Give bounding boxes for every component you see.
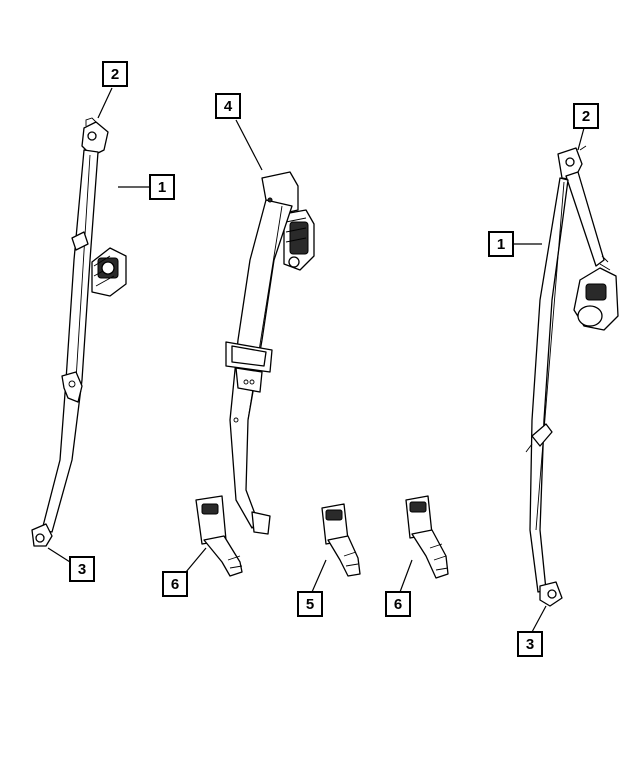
callout-left-3: 3 xyxy=(47,547,95,582)
callout-label: 4 xyxy=(224,98,233,115)
center-shoulder-belt xyxy=(225,171,315,535)
callout-mid-6a: 6 xyxy=(162,547,207,597)
right-seat-belt-assembly xyxy=(525,145,619,607)
callout-mid-6b: 6 xyxy=(385,559,413,617)
buckle-assembly-right xyxy=(405,495,449,579)
callout-left-1: 1 xyxy=(118,174,175,200)
callout-right-2: 2 xyxy=(573,103,599,151)
callout-left-2: 2 xyxy=(97,61,128,119)
callout-mid-4: 4 xyxy=(215,93,263,171)
callout-label: 1 xyxy=(497,236,505,253)
callout-label: 5 xyxy=(306,596,314,613)
callout-label: 3 xyxy=(526,636,534,653)
callout-label: 2 xyxy=(111,66,119,83)
callout-label: 1 xyxy=(158,179,166,196)
buckle-assembly-center xyxy=(321,503,361,577)
callout-right-1: 1 xyxy=(488,231,542,257)
left-seat-belt-assembly xyxy=(31,117,127,547)
buckle-assembly-left xyxy=(195,495,243,577)
callout-right-3: 3 xyxy=(517,605,547,657)
callout-label: 3 xyxy=(78,561,86,578)
callout-label: 2 xyxy=(582,108,590,125)
callout-mid-5: 5 xyxy=(297,559,327,617)
callout-label: 6 xyxy=(394,596,402,613)
callout-label: 6 xyxy=(171,576,179,593)
